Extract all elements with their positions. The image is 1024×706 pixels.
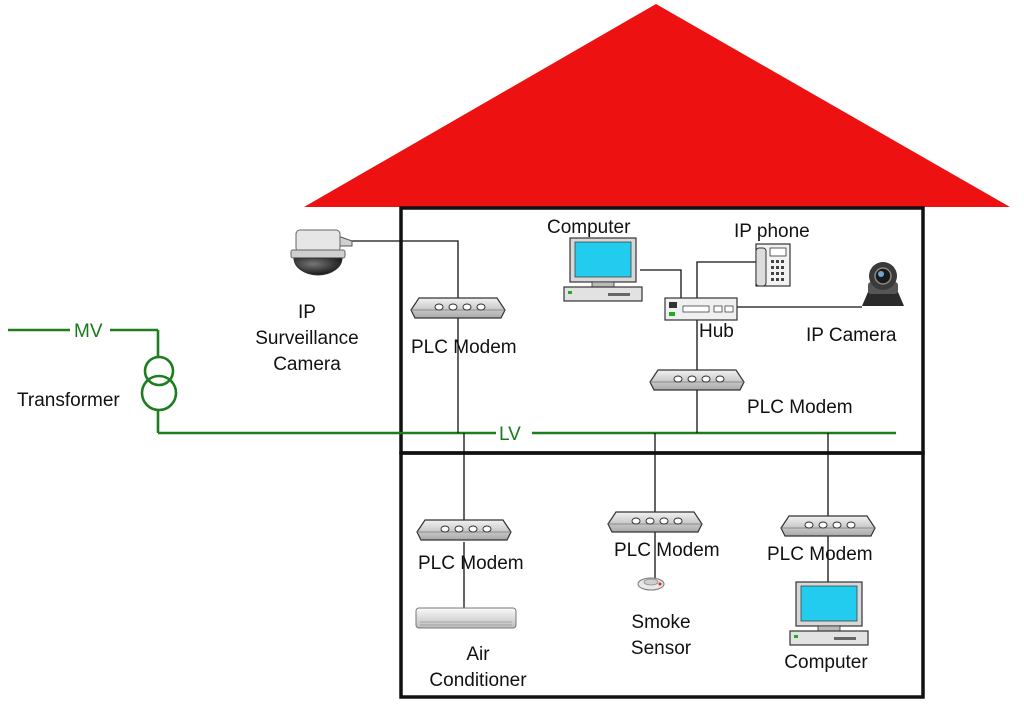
roof-icon (304, 4, 1010, 207)
computer-label: Computer (547, 217, 631, 238)
ip-camera-icon (862, 262, 904, 306)
smoke-sensor-icon (637, 577, 665, 591)
transformer-label: Transformer (17, 390, 120, 411)
mv-label: MV (74, 321, 103, 342)
hub-label: Hub (699, 321, 734, 342)
hub-icon (664, 297, 738, 321)
plc-modem-icon (410, 297, 506, 319)
air-conditioner-label-line1: Air (466, 644, 490, 665)
power-lines (8, 328, 896, 435)
house-lower-floor (399, 451, 925, 699)
surveillance-camera-icon (290, 229, 353, 276)
computer-icon (563, 237, 643, 302)
ip-surveillance-camera-label-line1: IP (298, 302, 316, 323)
ip-surveillance-camera-label-line2: Surveillance (255, 328, 359, 349)
plc-modem-label: PLC Modem (767, 544, 873, 565)
computer-label: Computer (784, 652, 868, 673)
smoke-sensor-label-line1: Smoke (631, 612, 690, 633)
air-conditioner-icon (415, 607, 517, 629)
plc-modem-label: PLC Modem (747, 397, 853, 418)
computer-icon (789, 581, 869, 646)
smoke-sensor-label-line2: Sensor (631, 638, 692, 659)
plc-modem-icon (416, 519, 512, 541)
air-conditioner-label-line2: Conditioner (429, 670, 527, 691)
signal-wiring (350, 240, 862, 608)
lv-label: LV (499, 424, 521, 445)
ip-surveillance-camera-label-line3: Camera (273, 354, 341, 375)
plc-modem-icon (780, 515, 876, 537)
plc-modem-icon (649, 369, 745, 391)
ip-phone-icon (755, 243, 791, 287)
plc-modem-label: PLC Modem (411, 337, 517, 358)
transformer-icon (140, 355, 178, 412)
plc-modem-label: PLC Modem (614, 540, 720, 561)
plc-modem-label: PLC Modem (418, 553, 524, 574)
plc-modem-icon (607, 511, 703, 533)
ip-camera-label: IP Camera (806, 325, 897, 346)
ip-phone-label: IP phone (734, 221, 810, 242)
